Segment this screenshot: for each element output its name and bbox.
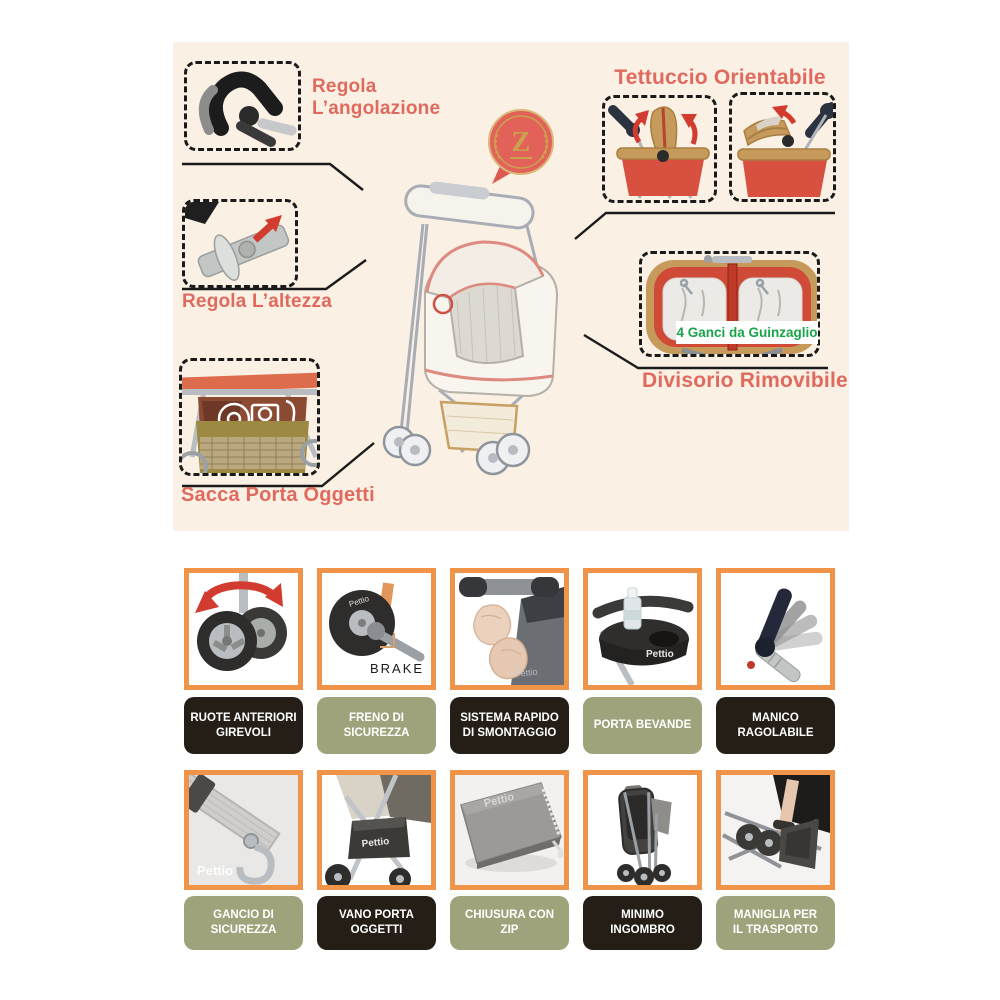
height-adjuster-photo	[182, 199, 298, 288]
feature-label-maniglia: MANIGLIA PER IL TRASPORTO	[716, 896, 835, 950]
feature-label-freno: FRENO DI SICUREZZA	[317, 697, 436, 754]
canopy-folded-photo	[729, 92, 836, 202]
badge-letter: Z	[512, 127, 531, 158]
tray-watermark: Pettio	[646, 649, 674, 660]
leash-hooks-label: 4 Ganci da Guinzaglio	[676, 321, 818, 344]
basket-watermark: Pettio	[361, 836, 390, 850]
award-badge: Z	[486, 108, 556, 186]
feature-label-gancio: GANCIO DI SICUREZZA	[184, 896, 303, 950]
feature-title-angolazione: Regola L’angolazione	[312, 76, 441, 120]
brake-annotation: BRAKE	[370, 661, 424, 676]
feature-label-chiusura: CHIUSURA CON ZIP	[450, 896, 569, 950]
safety-hook-photo: Pettio	[184, 770, 303, 890]
strap-watermark: Pettio	[197, 863, 233, 878]
brake-wheel-photo: Pettio BRAKE	[317, 568, 436, 690]
folded-stroller-photo	[583, 770, 702, 890]
adjustable-handle-photo	[716, 568, 835, 690]
zip-closure-photo: Pettio	[450, 770, 569, 890]
storage-bag-photo	[179, 358, 320, 476]
cup-holder-photo: Pettio	[583, 568, 702, 690]
feature-title-altezza: Regola L’altezza	[182, 291, 332, 312]
feature-label-sistema: SISTEMA RAPIDO DI SMONTAGGIO	[450, 697, 569, 754]
feature-title-tettuccio: Tettuccio Orientabile	[614, 66, 826, 89]
feature-label-bevande: PORTA BEVANDE	[583, 697, 702, 754]
features-panel: Regola L’angolazione Regola L’altezza	[173, 42, 849, 531]
feature-label-ruote: RUOTE ANTERIORI GIREVOLI	[184, 697, 303, 754]
storage-compartment-photo: Pettio	[317, 770, 436, 890]
pet-stroller-illustration	[365, 180, 583, 478]
feature-title-sacca: Sacca Porta Oggetti	[181, 484, 375, 506]
angle-adjuster-photo	[184, 61, 301, 151]
carrying-handle-photo	[716, 770, 835, 890]
feature-title-divisorio: Divisorio Rimovibile	[642, 369, 848, 392]
swivel-front-wheels-photo	[184, 568, 303, 690]
feature-label-manico: MANICO RAGOLABILE	[716, 697, 835, 754]
canopy-upright-photo	[602, 95, 717, 203]
feature-label-minimo: MINIMO INGOMBRO	[583, 896, 702, 950]
quick-release-photo: Pettio	[450, 568, 569, 690]
feature-label-vano: VANO PORTA OGGETTI	[317, 896, 436, 950]
fabric-watermark: Pettio	[514, 667, 538, 679]
